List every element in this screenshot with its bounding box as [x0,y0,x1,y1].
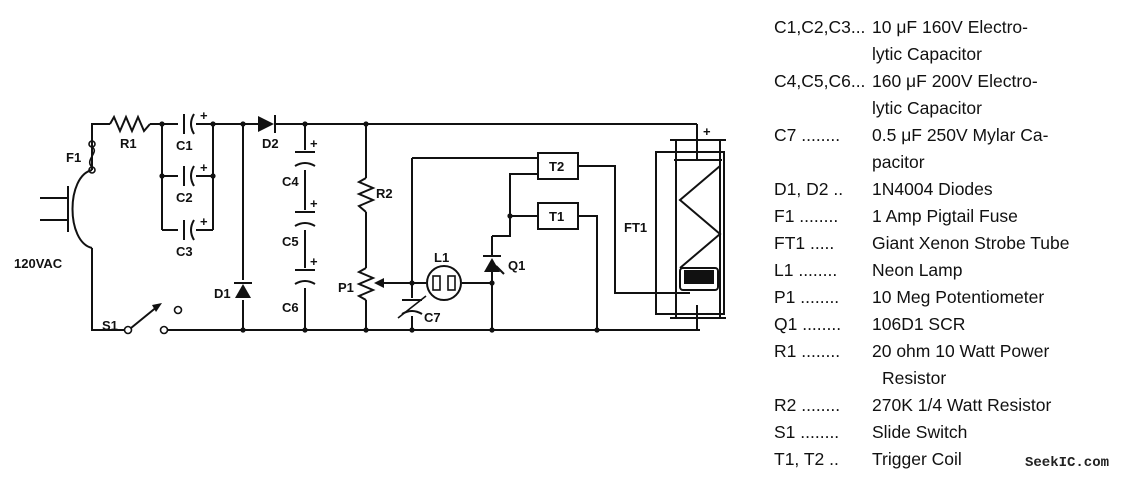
part-designator: FT1 ..... [774,233,835,253]
c2-plus: + [200,160,208,175]
c1-plus: + [200,108,208,123]
ft1-label: FT1 [624,220,647,235]
parts-list-row: P1 ........ 10 Meg Potentiometer [774,284,1134,311]
part-description: Giant Xenon Strobe Tube [872,233,1070,253]
c6-label: C6 [282,300,299,315]
parts-list-row: D1, D2 .. 1N4004 Diodes [774,176,1134,203]
parts-list-row: FT1 ..... Giant Xenon Strobe Tube [774,230,1134,257]
p1-potentiometer-symbol [356,267,384,301]
t2-trigger-coil-symbol [537,152,579,180]
part-description: Slide Switch [872,422,968,442]
t2-label: T2 [549,159,564,174]
part-designator: F1 ........ [774,206,839,226]
c4-plus: + [310,136,318,151]
c7-capacitor-symbol [397,295,427,319]
c5-label: C5 [282,234,299,249]
r2-label: R2 [376,186,393,201]
part-description: 10 μF 160V Electro- [872,17,1028,37]
parts-list-row: F1 ........ 1 Amp Pigtail Fuse [774,203,1134,230]
c2-label: C2 [176,190,193,205]
ft1-minus: − [706,306,714,321]
parts-list-row: T1, T2 .. Trigger Coil [774,446,1134,473]
part-description: 270K 1/4 Watt Resistor [872,395,1052,415]
wires [91,123,700,331]
circuit-schematic: 120VAC F1 R1 + C1 + C2 + C3 D2 D1 [14,108,726,335]
r2-resistor-symbol [356,177,376,213]
t1-label: T1 [549,209,564,224]
d2-diode-symbol [258,115,276,133]
r1-label: R1 [120,136,137,151]
f1-label: F1 [66,150,81,165]
c6-capacitor-symbol [294,269,316,285]
part-description: 160 μF 200V Electro- [872,71,1038,91]
ft1-strobe-tube-symbol [655,139,726,319]
watermark-text: SeekIC.com [1025,455,1110,471]
parts-list-row: S1 ........ Slide Switch [774,419,1134,446]
part-designator: R2 ........ [774,395,841,415]
part-designator: C4,C5,C6... [774,71,866,91]
c1-capacitor-symbol [183,113,195,135]
s1-switch-symbol [123,303,183,335]
part-description: Trigger Coil [872,449,962,469]
junction-dots [159,121,600,333]
c3-label: C3 [176,244,193,259]
part-description: 20 ohm 10 Watt Power [872,341,1050,361]
c3-capacitor-symbol [183,219,195,241]
c2-capacitor-symbol [183,165,195,187]
q1-label: Q1 [508,258,525,273]
part-designator: L1 ........ [774,260,838,280]
part-description-continued: Resistor [882,368,947,388]
part-description: 1 Amp Pigtail Fuse [872,206,1018,226]
part-designator: P1 ........ [774,287,840,307]
parts-list-row: R1 ........ 20 ohm 10 Watt Power [774,338,1134,365]
part-description-continued: lytic Capacitor [872,44,982,64]
part-description: Neon Lamp [872,260,963,280]
c5-capacitor-symbol [294,211,316,227]
t1-trigger-coil-symbol [537,202,579,230]
c4-capacitor-symbol [294,151,316,167]
part-description-continued: pacitor [872,152,925,172]
d1-label: D1 [214,286,231,301]
part-description: 1N4004 Diodes [872,179,993,199]
parts-list-row: C7 ........ 0.5 μF 250V Mylar Ca- [774,122,1134,149]
part-designator: Q1 ........ [774,314,842,334]
part-designator: C1,C2,C3... [774,17,866,37]
part-description: 106D1 SCR [872,314,966,334]
r1-resistor-symbol [109,114,151,134]
ft1-plus: + [703,124,711,139]
d2-label: D2 [262,136,279,151]
part-designator: S1 ........ [774,422,840,442]
plug-label: 120VAC [14,256,63,271]
part-description-continued: lytic Capacitor [872,98,982,118]
q1-scr-symbol [483,255,505,275]
part-description: 0.5 μF 250V Mylar Ca- [872,125,1049,145]
part-designator: D1, D2 .. [774,179,844,199]
c6-plus: + [310,254,318,269]
part-designator: T1, T2 .. [774,449,839,469]
c4-label: C4 [282,174,299,189]
part-designator: R1 ........ [774,341,841,361]
parts-list-row: C1,C2,C3... 10 μF 160V Electro- [774,14,1134,41]
fuse-symbol [88,140,96,174]
ac-plug-symbol [40,169,93,249]
c1-label: C1 [176,138,193,153]
parts-list-row: Q1 ........ 106D1 SCR [774,311,1134,338]
l1-neon-lamp-symbol [426,265,462,301]
part-description: 10 Meg Potentiometer [872,287,1045,307]
parts-list-row: L1 ........ Neon Lamp [774,257,1134,284]
c3-plus: + [200,214,208,229]
c5-plus: + [310,196,318,211]
parts-list-row: R2 ........ 270K 1/4 Watt Resistor [774,392,1134,419]
part-designator: C7 ........ [774,125,841,145]
p1-label: P1 [338,280,354,295]
c7-label: C7 [424,310,441,325]
s1-label: S1 [102,318,118,333]
parts-list-row: C4,C5,C6... 160 μF 200V Electro- [774,68,1134,95]
l1-label: L1 [434,250,449,265]
d1-diode-symbol [234,282,252,298]
parts-list: C1,C2,C3... 10 μF 160V Electro-lytic Capa… [774,14,1134,473]
